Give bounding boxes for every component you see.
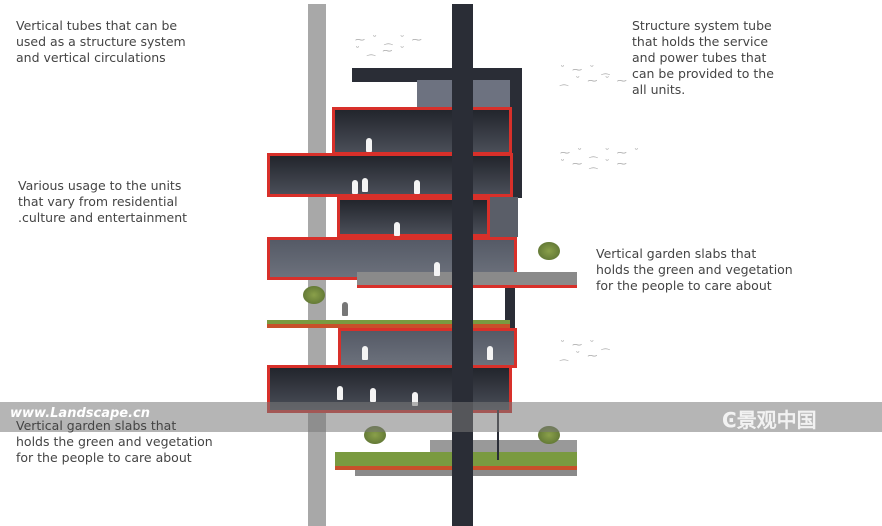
text-line: all units. — [632, 82, 686, 97]
text-line: holds the green and vegetation — [596, 262, 793, 277]
watermark-brand: 景观中国 — [736, 408, 817, 432]
text-line: can be provided to the — [632, 66, 774, 81]
tree-icon — [538, 242, 560, 260]
text-line: that holds the service — [632, 34, 769, 49]
text-line: Vertical tubes that can be — [16, 18, 178, 33]
person-figure — [342, 302, 348, 316]
dark-service-tube — [452, 4, 473, 526]
annotation-unit-usage: Various usage to the units that vary fro… — [18, 178, 187, 226]
floor-unit-2 — [267, 153, 513, 197]
text-line: that vary from residential — [18, 194, 178, 209]
service-pipe — [497, 410, 499, 460]
watermark-url: www.Landscape.cn — [10, 406, 150, 421]
side-volume — [490, 197, 518, 237]
person-figure — [434, 262, 440, 276]
birds-decoration: ˘ ⁓ ˘ ⁔⁔ ˘ ⁓ — [560, 340, 612, 362]
text-line: Various usage to the units — [18, 178, 182, 193]
person-figure — [362, 178, 368, 192]
text-line: Vertical garden slabs that — [596, 246, 757, 261]
watermark-brand-logo: Ͼ景观中国 — [722, 404, 817, 433]
text-line: and vertical circulations — [16, 50, 166, 65]
person-figure — [487, 346, 493, 360]
person-figure — [362, 346, 368, 360]
roof-frame — [352, 68, 522, 82]
text-line: .culture and entertainment — [18, 210, 188, 225]
text-line: Structure system tube — [632, 18, 772, 33]
person-figure — [414, 180, 420, 194]
text-line: Vertical garden slabs that — [16, 418, 177, 433]
watermark-band — [0, 402, 882, 432]
annotation-vertical-tubes: Vertical tubes that can be used as a str… — [16, 18, 186, 66]
birds-decoration: ˘ ⁓ ˘ ⁔⁔ ˘ ⁓ ˘ ⁓ — [560, 65, 629, 87]
person-figure — [337, 386, 343, 400]
person-figure — [366, 138, 372, 152]
floor-unit-1 — [332, 107, 512, 155]
garden-slab-left — [267, 320, 510, 328]
person-figure — [352, 180, 358, 194]
birds-decoration: ⁓ ˘ ⁔ ˘ ⁓ ˘˘ ⁓ ⁔ ˘ ⁓ — [560, 148, 641, 170]
person-figure — [394, 222, 400, 236]
person-figure — [370, 388, 376, 402]
annotation-garden-left: Vertical garden slabs that holds the gre… — [16, 418, 213, 466]
birds-decoration: ⁓ ˘ ⁔ ˘ ⁓˘ ⁔ ⁓ ˘ — [355, 35, 424, 57]
text-line: for the people to care about — [16, 450, 192, 465]
text-line: for the people to care about — [596, 278, 772, 293]
annotation-garden-right: Vertical garden slabs that holds the gre… — [596, 246, 793, 294]
tree-icon — [303, 286, 325, 304]
person-figure — [412, 392, 418, 406]
annotation-structure-tube: Structure system tube that holds the ser… — [632, 18, 774, 98]
roof-frame-side — [510, 68, 522, 198]
text-line: holds the green and vegetation — [16, 434, 213, 449]
logo-icon: Ͼ — [722, 408, 737, 432]
text-line: used as a structure system — [16, 34, 186, 49]
text-line: and power tubes that — [632, 50, 767, 65]
